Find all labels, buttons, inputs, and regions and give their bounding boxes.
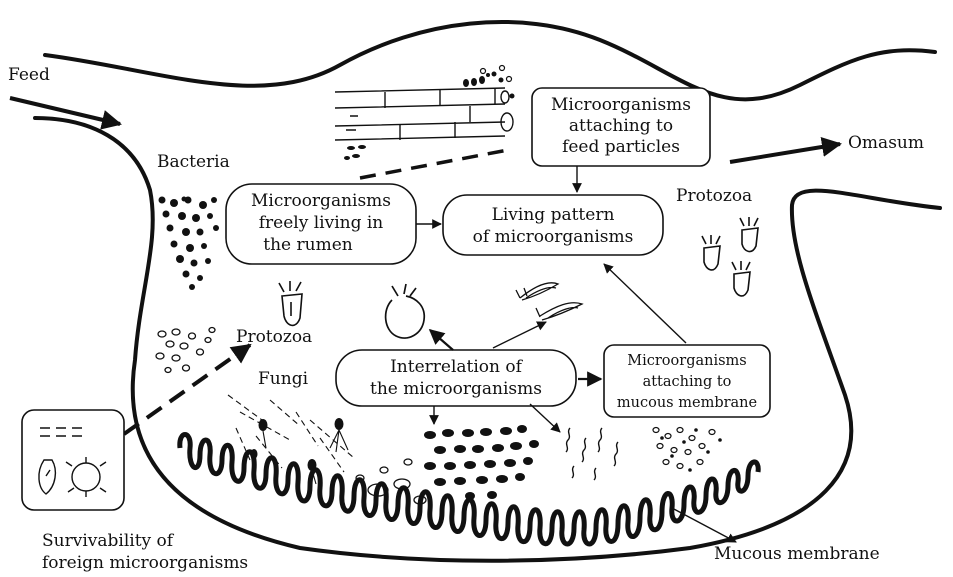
- protozoa-center-icon: [386, 284, 425, 338]
- dashed-connector-feed: [360, 150, 508, 178]
- feed-particle-bacteria-icon: [344, 72, 515, 161]
- bacteria-villi-cluster-icon: [424, 425, 539, 500]
- box-attaching-mucous-line-1: Microorganisms: [627, 353, 746, 369]
- bacteria-cluster-icon: [159, 197, 220, 291]
- box-freely-living-line-2: freely living in: [259, 213, 384, 233]
- box-attaching-feed-line-3: feed particles: [562, 137, 680, 157]
- fungi-label: Fungi: [258, 369, 309, 389]
- box-interrelation-line-2: the microorganisms: [370, 379, 542, 399]
- box-living-pattern-line-1: Living pattern: [492, 205, 615, 225]
- fungi-upper-icon: [516, 283, 582, 320]
- box-interrelation-line-1: Interrelation of: [390, 357, 524, 377]
- protozoa-left-label: Protozoa: [236, 327, 312, 347]
- feed-label: Feed: [8, 65, 50, 85]
- box-attaching-feed-line-2: attaching to: [569, 116, 673, 136]
- bacteria-label: Bacteria: [157, 152, 230, 172]
- box-living-pattern: Living pattern of microorganisms: [443, 195, 663, 255]
- protozoa-right-icon: [702, 217, 758, 296]
- protozoa-right-label: Protozoa: [676, 186, 752, 206]
- box-freely-living: Microorganisms freely living in the rume…: [226, 184, 416, 264]
- box-attaching-mucous-line-2: attaching to: [643, 374, 732, 390]
- mucous-membrane-label: Mucous membrane: [714, 544, 880, 564]
- survivability-label-line-2: foreign microorganisms: [42, 553, 248, 573]
- arrow-to-mucous-membrane: [672, 508, 736, 542]
- dashed-arrow-foreign: [124, 345, 250, 434]
- feed-fiber-icon: [335, 88, 513, 140]
- box-freely-living-line-1: Microorganisms: [251, 191, 391, 211]
- arrow-interrelation-to-protozoa: [430, 330, 453, 350]
- box-living-pattern-line-2: of microorganisms: [473, 227, 634, 247]
- box-interrelation: Interrelation of the microorganisms: [336, 350, 576, 406]
- foreign-microorganisms-box: [22, 410, 124, 510]
- box-attaching-feed-line-1: Microorganisms: [551, 95, 691, 115]
- box-attaching-mucous-line-3: mucous membrane: [617, 395, 757, 411]
- arrow-interrelation-to-villi: [530, 404, 560, 432]
- small-particles-right-icon: [653, 428, 715, 469]
- omasum-arrow: [730, 144, 840, 162]
- arrow-mucous-to-pattern: [604, 264, 686, 343]
- omasum-label: Omasum: [848, 133, 924, 153]
- spirochetes-icon: [566, 428, 618, 480]
- survivability-label-line-1: Survivability of: [42, 531, 175, 551]
- arrow-interrelation-to-fungi: [493, 322, 546, 348]
- box-attaching-mucous: Microorganisms attaching to mucous membr…: [604, 345, 770, 417]
- box-freely-living-line-3: the rumen: [263, 235, 353, 255]
- box-attaching-feed: Microorganisms attaching to feed particl…: [532, 88, 710, 166]
- protozoa-left-icon: [279, 281, 302, 325]
- small-particles-left-icon: [156, 328, 215, 373]
